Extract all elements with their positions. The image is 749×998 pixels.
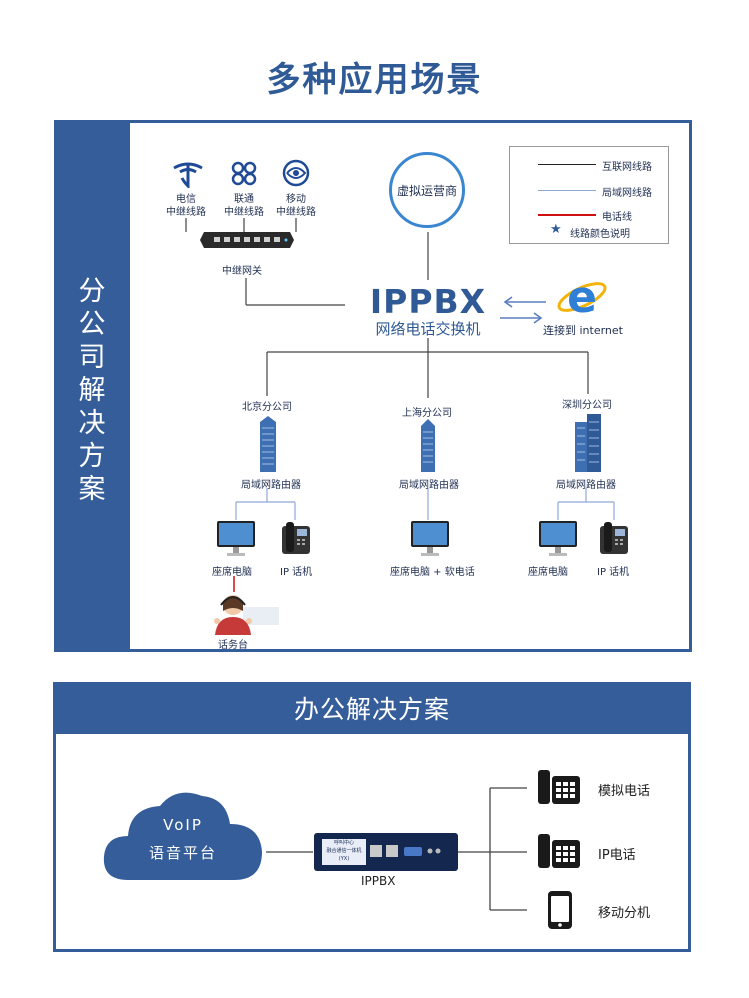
legend-label-lan: 局域网线路 bbox=[602, 188, 652, 199]
desk-phone-icon bbox=[538, 766, 582, 810]
endpoint-ip-label: IP电话 bbox=[598, 848, 636, 863]
ippbx-subtitle: 网络电话交换机 bbox=[375, 320, 481, 338]
shenzhen-building-icon bbox=[573, 412, 603, 476]
gateway-label: 中继网关 bbox=[222, 266, 262, 277]
voip-cloud: VoIP 语音平台 bbox=[100, 784, 266, 884]
gateway-device-icon bbox=[200, 232, 294, 248]
carrier-telecom-line: 中继线路 bbox=[166, 207, 206, 218]
device-screen-line1: 呼叫中心 bbox=[333, 840, 354, 846]
legend-swatch-phone bbox=[538, 214, 596, 216]
beijing-device-phone: IP 话机 bbox=[280, 567, 313, 578]
side-title: 分公司解决方案 bbox=[54, 275, 130, 506]
branch-solution-panel bbox=[54, 120, 692, 652]
ippbx-device: 呼叫中心 融合通信一体机 (YX) bbox=[314, 833, 458, 871]
line-color-legend: 互联网线路 局域网线路 电话线 ★ 线路颜色说明 bbox=[509, 146, 669, 244]
legend-swatch-lan bbox=[538, 190, 596, 191]
router-label-beijing: 局域网路由器 bbox=[241, 480, 301, 491]
internet-label: 连接到 internet bbox=[543, 324, 623, 337]
legend-label-phone: 电话线 bbox=[602, 212, 632, 223]
beijing-building-icon bbox=[258, 414, 278, 476]
ip-phone-icon bbox=[538, 830, 582, 874]
branch-name-shenzhen: 深圳分公司 bbox=[562, 400, 612, 411]
carrier-mobile-name: 移动 bbox=[286, 194, 306, 205]
endpoint-analog-label: 模拟电话 bbox=[598, 784, 651, 799]
carrier-telecom-name: 电信 bbox=[176, 194, 196, 205]
operator-agent-icon bbox=[207, 591, 279, 639]
branch-solution-sidebar: 分公司解决方案 bbox=[54, 120, 130, 652]
device-ports-icon bbox=[370, 845, 441, 857]
page-title: 多种应用场景 bbox=[266, 60, 483, 100]
mobile-phone-icon bbox=[547, 890, 573, 934]
china-mobile-logo-icon bbox=[282, 159, 310, 187]
branch-name-beijing: 北京分公司 bbox=[242, 402, 292, 413]
legend-swatch-internet bbox=[538, 164, 596, 165]
router-label-shenzhen: 局域网路由器 bbox=[556, 480, 616, 491]
carrier-unicom bbox=[226, 158, 262, 188]
cloud-line1: VoIP bbox=[163, 816, 203, 834]
device-screen-line3: (YX) bbox=[338, 856, 350, 862]
shenzhen-ip-phone-icon bbox=[598, 520, 630, 560]
cloud-line2: 语音平台 bbox=[148, 844, 217, 862]
virtual-operator-circle: 虚拟运营商 bbox=[389, 152, 465, 228]
carrier-unicom-line: 中继线路 bbox=[224, 207, 264, 218]
beijing-ip-phone-icon bbox=[280, 520, 312, 560]
shenzhen-computer-icon bbox=[538, 520, 578, 562]
cloud-icon bbox=[103, 792, 262, 880]
operator-desk-label: 话务台 bbox=[218, 640, 248, 651]
legend-note: 线路颜色说明 bbox=[570, 229, 630, 240]
carrier-mobile bbox=[278, 158, 314, 188]
shenzhen-device-phone: IP 话机 bbox=[597, 567, 630, 578]
ippbx-device-label: IPPBX bbox=[361, 874, 396, 888]
carrier-mobile-line: 中继线路 bbox=[276, 207, 316, 218]
china-unicom-logo-icon bbox=[231, 161, 257, 186]
side-title-text: 分公司解决方案 bbox=[78, 276, 106, 505]
shanghai-computer-icon bbox=[410, 520, 450, 562]
shanghai-building-icon bbox=[418, 418, 438, 476]
router-label-shanghai: 局域网路由器 bbox=[399, 480, 459, 491]
shanghai-device-pc: 座席电脑 + 软电话 bbox=[390, 567, 475, 578]
virtual-operator-label: 虚拟运营商 bbox=[396, 183, 457, 198]
ippbx-title: IPPBX bbox=[369, 282, 487, 321]
carrier-unicom-name: 联通 bbox=[234, 194, 254, 205]
legend-label-internet: 互联网线路 bbox=[602, 162, 652, 173]
shenzhen-device-pc: 座席电脑 bbox=[528, 567, 568, 578]
star-icon: ★ bbox=[550, 222, 562, 237]
china-telecom-logo-icon bbox=[173, 162, 203, 188]
office-solution-heading: 办公解决方案 bbox=[53, 682, 691, 734]
device-screen-line2: 融合通信一体机 bbox=[326, 848, 362, 854]
internet-explorer-icon: e bbox=[556, 270, 608, 323]
beijing-computer-icon bbox=[216, 520, 256, 562]
carrier-telecom bbox=[168, 158, 208, 188]
branch-name-shanghai: 上海分公司 bbox=[402, 408, 452, 419]
device-screen: 呼叫中心 融合通信一体机 (YX) bbox=[322, 839, 366, 865]
beijing-device-pc: 座席电脑 bbox=[212, 567, 252, 578]
trunk-gateway bbox=[200, 230, 294, 250]
svg-text:e: e bbox=[567, 272, 597, 320]
endpoint-mobile-label: 移动分机 bbox=[598, 906, 651, 921]
